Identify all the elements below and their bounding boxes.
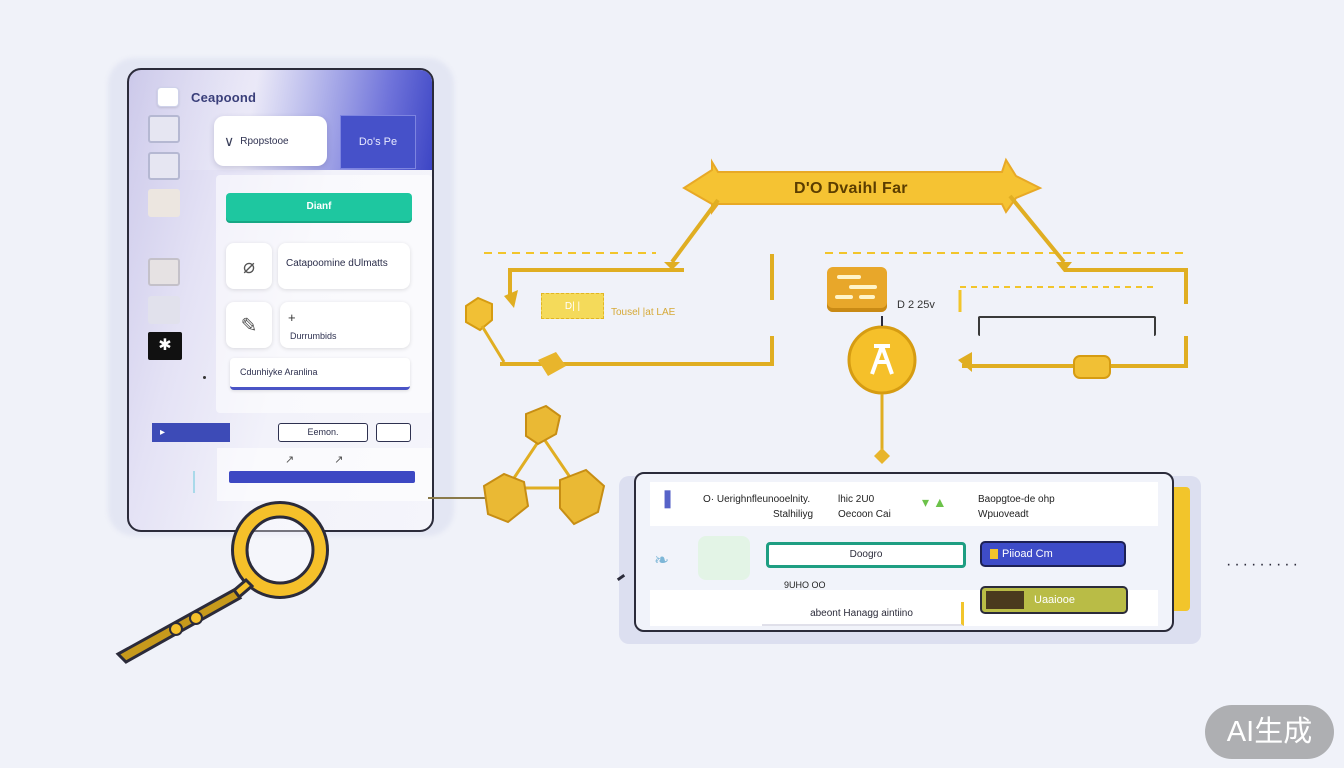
card-item-1[interactable]: Catapoomine dUlmatts bbox=[278, 243, 410, 289]
row-sub-label: 9UHO OO bbox=[784, 580, 826, 590]
row1-input[interactable]: Doogro bbox=[766, 542, 966, 568]
sidebar-item-3[interactable] bbox=[148, 189, 180, 217]
hexagon-node-icon bbox=[465, 296, 493, 332]
table-card: ❚ O· Uerighnfleunooelnity. Stalhiliyg lh… bbox=[634, 472, 1174, 632]
row1-button-icon bbox=[990, 549, 998, 559]
nav-button-1[interactable]: Eemon. bbox=[278, 423, 368, 442]
sidebar-item-5[interactable] bbox=[148, 296, 180, 324]
nav-button-2[interactable] bbox=[376, 423, 411, 442]
app-logo-icon bbox=[157, 87, 179, 107]
nav-blue-button[interactable]: ▸ bbox=[152, 423, 230, 442]
chevron-down-icon: ∨ bbox=[224, 132, 235, 149]
pin-icon[interactable]: ✎ bbox=[226, 302, 272, 348]
card-item-2[interactable]: + Durrumbids bbox=[280, 302, 410, 348]
magnifier-icon bbox=[115, 501, 329, 664]
row1-thumbnail bbox=[698, 536, 750, 580]
phone-panel: Ceapoond ✱ ∨ Rpopstooe Do's Pe Dianf ⌀ C… bbox=[127, 68, 434, 532]
add-icon[interactable]: + bbox=[288, 310, 296, 325]
sidebar-dot bbox=[203, 376, 206, 379]
stack-icon[interactable] bbox=[827, 267, 887, 312]
row2-button-label: Uaaiooe bbox=[1034, 594, 1075, 606]
row1-button-label: Piioad Cm bbox=[1002, 548, 1053, 560]
table-card-edge bbox=[1170, 487, 1190, 611]
header-col2-line2: Oecoon Cai bbox=[838, 509, 891, 520]
ai-generated-watermark: AI生成 bbox=[1205, 705, 1334, 759]
card-item-1-label: Catapoomine dUlmatts bbox=[286, 258, 388, 269]
title-banner bbox=[682, 157, 1043, 215]
row2-input[interactable]: abeont Hanagg aintiino bbox=[762, 602, 964, 626]
table-header-status-icons: ▾ ▲ bbox=[922, 494, 947, 510]
paperclip-icon[interactable]: ⌀ bbox=[226, 243, 272, 289]
text-input[interactable]: Cdunhiyke Aranlina bbox=[230, 358, 410, 390]
document-icon: ❚ bbox=[660, 488, 676, 508]
header-col1-line1: O· Uerighnfleunooelnity. bbox=[703, 494, 811, 505]
header-badge[interactable]: Do's Pe bbox=[340, 115, 416, 169]
toolbar-icons[interactable]: ↗↗ bbox=[285, 454, 384, 466]
header-col4-line2: Wpuoveadt bbox=[978, 509, 1029, 520]
header-col1-line2: Stalhiliyg bbox=[773, 509, 814, 520]
dropdown-label: Rpopstooe bbox=[240, 135, 289, 147]
row2-button[interactable]: Uaaiooe bbox=[980, 586, 1128, 614]
right-placeholder-box bbox=[978, 316, 1156, 336]
sidebar-item-2[interactable] bbox=[148, 152, 180, 180]
card-item-2-label: Durrumbids bbox=[290, 331, 337, 341]
table-header-col1: O· Uerighnfleunooelnity. Stalhiliyg bbox=[703, 492, 813, 522]
leaf-icon: ❧ bbox=[654, 550, 670, 570]
toolbar-progress-bar[interactable] bbox=[229, 471, 415, 483]
left-chip-label: Tousel |at LAE bbox=[611, 307, 676, 318]
table-header bbox=[650, 482, 1158, 526]
row1-button[interactable]: Piioad Cm bbox=[980, 541, 1126, 567]
dropdown[interactable]: ∨ Rpopstooe bbox=[214, 116, 327, 166]
dotted-leader: ········· bbox=[1226, 556, 1301, 573]
divider bbox=[193, 471, 195, 493]
header-col4-line1: Baopgtoe-de ohp bbox=[978, 494, 1055, 505]
stack-label: D 2 25v bbox=[897, 299, 935, 311]
header-col2-line1: lhic 2U0 bbox=[838, 494, 875, 505]
primary-button[interactable]: Dianf bbox=[226, 193, 412, 221]
app-title: Ceapoond bbox=[191, 90, 257, 105]
sidebar-item-1[interactable] bbox=[148, 115, 180, 143]
table-header-col4: Baopgtoe-de ohp Wpuoveadt bbox=[978, 492, 1055, 522]
sidebar-item-4[interactable] bbox=[148, 258, 180, 286]
left-chip[interactable]: D| | bbox=[541, 293, 604, 319]
banner-title: D'O Dvaihl Far bbox=[794, 180, 908, 197]
row2-button-icon bbox=[986, 591, 1024, 609]
plugin-icon[interactable]: ✱ bbox=[148, 332, 182, 360]
table-header-col2: lhic 2U0 Oecoon Cai bbox=[838, 492, 891, 522]
